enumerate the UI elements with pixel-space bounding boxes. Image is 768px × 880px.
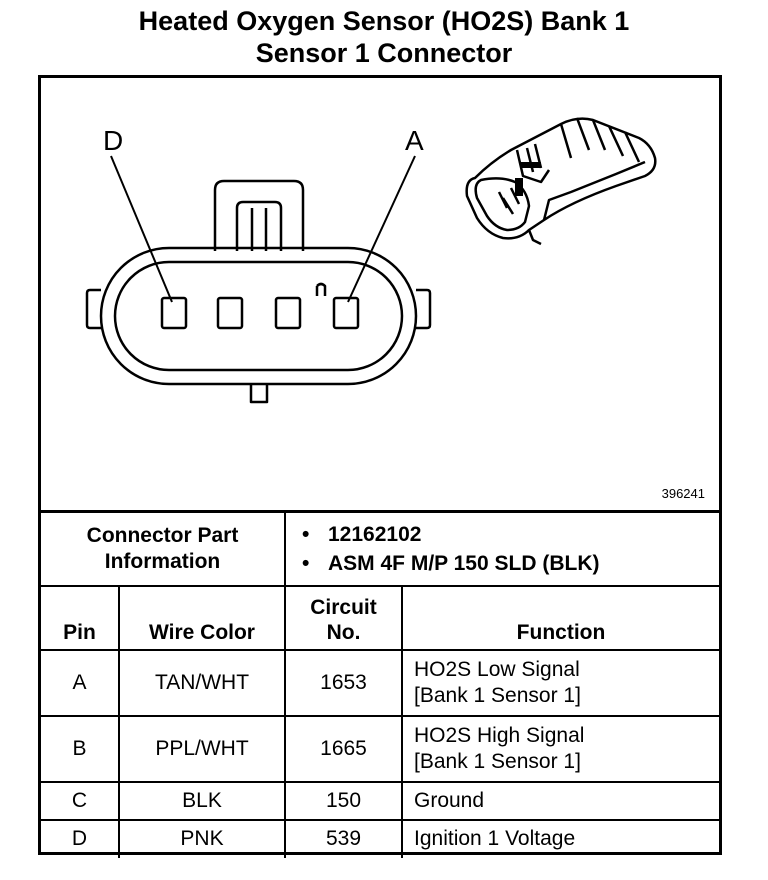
leader-line-a xyxy=(347,155,416,303)
function-cell: Ground xyxy=(400,780,720,821)
pin-cavity-d xyxy=(160,296,188,330)
bottom-key xyxy=(249,384,269,404)
locking-tab-slot xyxy=(235,200,283,251)
circuit-cell: 150 xyxy=(284,780,403,821)
col-header-wire-color: Wire Color xyxy=(118,584,286,651)
table-row: D PNK 539 Ignition 1 Voltage xyxy=(41,818,720,858)
pin-cavity-c xyxy=(216,296,244,330)
locking-tab xyxy=(213,179,305,251)
circuit-cell: 1653 xyxy=(284,648,403,717)
function-cell: Ignition 1 Voltage xyxy=(400,818,720,858)
pin-label-d: D xyxy=(103,125,123,156)
connector-housing-outer xyxy=(99,246,418,386)
connector-sheet: D A 396241 Connector Part Infor xyxy=(38,75,722,858)
connector-diagram: D A xyxy=(85,117,657,404)
part-number: 12162102 xyxy=(328,520,719,549)
part-info-row: Connector Part Information 12162102 ASM … xyxy=(41,510,720,587)
col-header-pin: Pin xyxy=(41,584,120,651)
part-info-values: 12162102 ASM 4F M/P 150 SLD (BLK) xyxy=(283,510,720,587)
function-cell: HO2S High Signal [Bank 1 Sensor 1] xyxy=(400,714,720,783)
part-description: ASM 4F M/P 150 SLD (BLK) xyxy=(328,549,719,578)
circuit-cell: 1665 xyxy=(284,714,403,783)
pin-cavity-a xyxy=(332,296,360,330)
wire-color-cell: PPL/WHT xyxy=(118,714,286,783)
wire-color-cell: BLK xyxy=(118,780,286,821)
table-row: A TAN/WHT 1653 HO2S Low Signal [Bank 1 S… xyxy=(41,648,720,717)
connector-info-table: Connector Part Information 12162102 ASM … xyxy=(41,510,720,858)
circuit-cell: 539 xyxy=(284,818,403,858)
part-info-label: Connector Part Information xyxy=(41,510,286,587)
wire-color-cell: PNK xyxy=(118,818,286,858)
pin-cavity-b xyxy=(274,296,302,330)
page-title: Heated Oxygen Sensor (HO2S) Bank 1 xyxy=(138,6,630,36)
pin-cell: C xyxy=(41,780,120,821)
table-row: B PPL/WHT 1665 HO2S High Signal [Bank 1 … xyxy=(41,714,720,783)
pin-cell: D xyxy=(41,818,120,858)
function-cell: HO2S Low Signal [Bank 1 Sensor 1] xyxy=(400,648,720,717)
connector-3d-view xyxy=(465,117,657,246)
col-header-circuit: Circuit No. xyxy=(284,584,403,651)
col-header-function: Function xyxy=(400,584,720,651)
connector-housing-inner xyxy=(113,260,404,372)
pin-label-a: A xyxy=(405,125,424,156)
wire-color-cell: TAN/WHT xyxy=(118,648,286,717)
table-header-row: Pin Wire Color Circuit No. Function xyxy=(41,584,720,651)
pin-cell: B xyxy=(41,714,120,783)
page-subtitle: Sensor 1 Connector xyxy=(255,38,513,68)
table-row: C BLK 150 Ground xyxy=(41,780,720,821)
figure-id: 396241 xyxy=(661,486,705,501)
pin-cell: A xyxy=(41,648,120,717)
leader-line-d xyxy=(110,155,173,303)
